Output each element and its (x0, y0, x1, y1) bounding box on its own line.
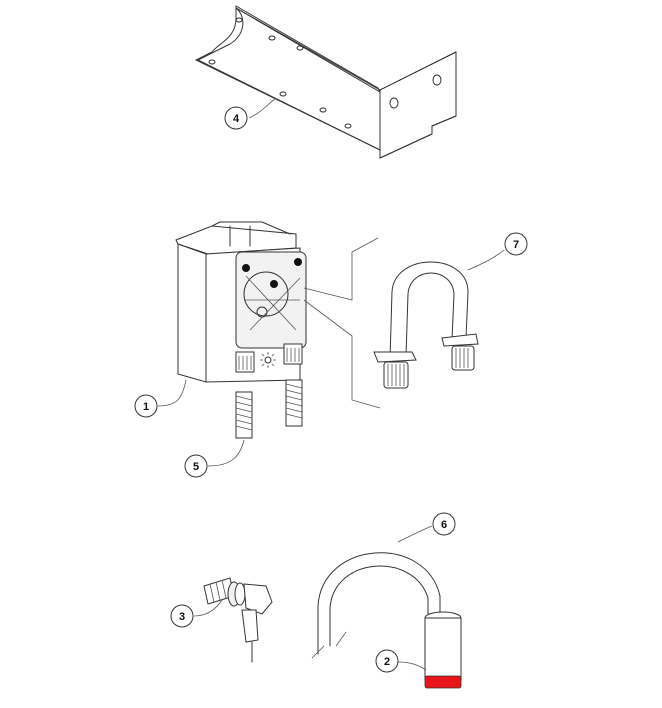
callout-7: 7 (504, 232, 528, 256)
callout-label-3: 3 (179, 611, 185, 623)
callout-1: 1 (134, 394, 158, 418)
suction-tube (311, 525, 441, 659)
callout-label-2: 2 (384, 656, 390, 668)
guide-lines (303, 237, 381, 409)
callout-3: 3 (170, 604, 194, 628)
callout-label-7: 7 (513, 239, 519, 251)
mounting-bracket (194, 5, 457, 159)
callout-4: 4 (224, 106, 248, 130)
foot-filter (397, 611, 462, 689)
callout-2: 2 (375, 649, 399, 673)
springs (207, 379, 303, 467)
pump-body (157, 221, 307, 407)
injection-fitting (193, 577, 273, 663)
callout-label-5: 5 (193, 461, 199, 473)
callout-5: 5 (184, 454, 208, 478)
callout-label-6: 6 (441, 519, 447, 531)
callout-6: 6 (432, 512, 456, 536)
pump-tube (373, 249, 505, 389)
callout-label-4: 4 (233, 113, 240, 125)
callout-label-1: 1 (143, 401, 149, 413)
